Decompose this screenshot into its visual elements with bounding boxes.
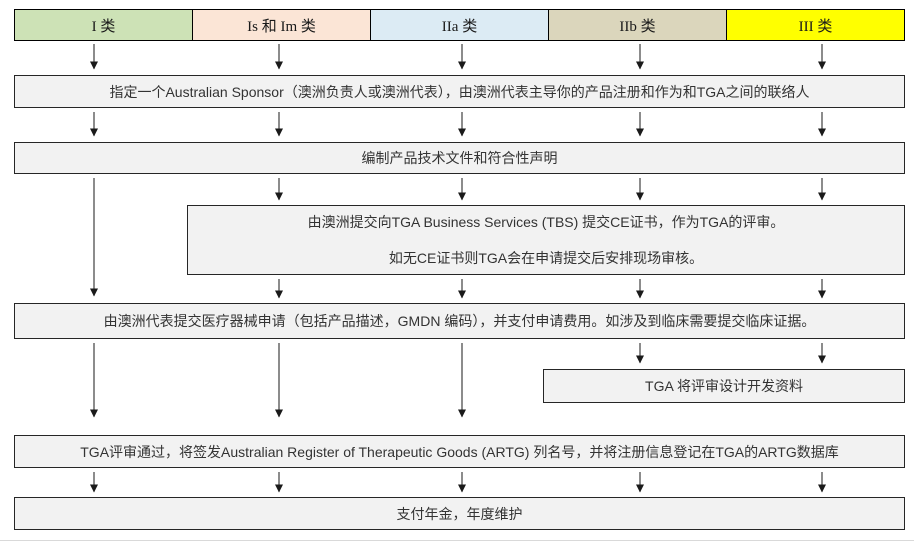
step-submit-application: 由澳洲代表提交医疗器械申请（包括产品描述，GMDN 编码），并支付申请费用。如涉…: [14, 303, 905, 339]
class-header-i: I 类: [14, 9, 193, 41]
step-technical-file: 编制产品技术文件和符合性声明: [14, 142, 905, 174]
class-header-iia: IIa 类: [370, 9, 549, 41]
class-header-iib: IIb 类: [548, 9, 727, 41]
step-tbs-ce-review: 由澳洲提交向TGA Business Services (TBS) 提交CE证书…: [187, 205, 905, 275]
step-appoint-sponsor: 指定一个Australian Sponsor（澳洲负责人或澳洲代表），由澳洲代表…: [14, 75, 905, 108]
step-design-review: TGA 将评审设计开发资料: [543, 369, 905, 403]
step-tbs-ce-review-line1: 由澳洲提交向TGA Business Services (TBS) 提交CE证书…: [307, 214, 785, 230]
class-header-is-im: Is 和 Im 类: [192, 9, 371, 41]
step-tbs-ce-review-line2: 如无CE证书则TGA会在申请提交后安排现场审核。: [388, 250, 704, 266]
step-annual-fee: 支付年金，年度维护: [14, 497, 905, 530]
class-header-iii: III 类: [726, 9, 905, 41]
step-artg-listing: TGA评审通过，将签发Australian Register of Therap…: [14, 435, 905, 468]
